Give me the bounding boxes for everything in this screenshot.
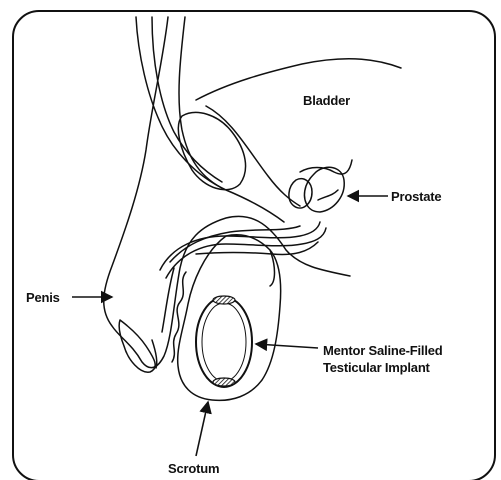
abdominal-wall [179,17,284,222]
glans [119,320,155,372]
seminal-vesicle [289,179,312,208]
bladder-label: Bladder [303,93,350,108]
implant-label-line-1: Mentor Saline-Filled [323,342,443,359]
rectum-line [152,17,222,182]
pelvis-line [136,17,226,190]
penis-label: Penis [26,290,60,305]
testicular-implant [196,297,252,387]
implant-inner [202,303,246,381]
body-outline [104,17,350,368]
implant-arrow [256,344,318,348]
implant-bottom-plug [213,378,235,386]
scrotum-outline [178,235,281,401]
prostate-label: Prostate [391,189,441,204]
scrotum-label: Scrotum [168,461,219,476]
vas-deferens-2 [318,190,338,200]
bladder-outline [196,59,401,100]
implant-label-line-2: Testicular Implant [323,359,443,376]
implant-top-plug [213,296,235,304]
scrotum-arrow [196,402,208,456]
implant-label: Mentor Saline-Filled Testicular Implant [323,342,443,376]
urethra-upper [160,222,320,270]
